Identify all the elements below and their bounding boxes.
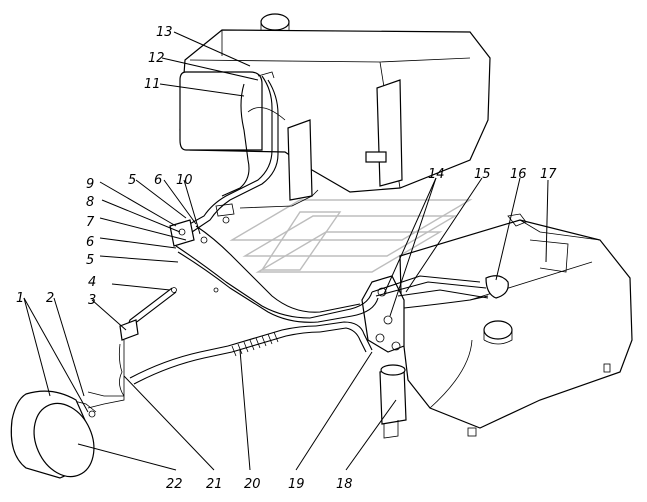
valve-assembly <box>361 275 405 353</box>
label-6b: 6 <box>86 235 94 250</box>
main-fuel-lines <box>175 225 509 323</box>
label-3: 3 <box>88 293 96 308</box>
label-19: 19 <box>288 477 305 492</box>
label-2: 2 <box>46 291 54 306</box>
label-16: 16 <box>510 167 527 182</box>
label-11: 11 <box>144 77 161 92</box>
label-1: 1 <box>16 291 24 306</box>
leader-lines <box>23 31 549 471</box>
watermark-logo <box>229 199 473 273</box>
label-21: 21 <box>206 477 223 492</box>
label-5a: 5 <box>128 173 136 188</box>
label-8: 8 <box>86 195 94 210</box>
label-22: 22 <box>166 477 183 492</box>
label-7: 7 <box>86 215 95 230</box>
label-10: 10 <box>176 173 193 188</box>
label-5b: 5 <box>86 253 94 268</box>
label-9: 9 <box>86 177 94 192</box>
label-6a: 6 <box>154 173 162 188</box>
label-13: 13 <box>156 25 173 40</box>
label-12: 12 <box>148 51 165 66</box>
upper-fuel-tank <box>179 13 491 209</box>
label-20: 20 <box>244 477 261 492</box>
label-18: 18 <box>336 477 353 492</box>
label-4: 4 <box>88 275 96 290</box>
mounting-brackets <box>169 203 235 293</box>
label-14: 14 <box>428 167 445 182</box>
upper-tank-pipes <box>185 71 279 233</box>
cylinder <box>10 390 95 479</box>
callout-labels: 1 2 3 4 5 6 7 8 9 5 6 10 11 12 13 14 15 … <box>16 25 557 492</box>
label-15: 15 <box>474 167 491 182</box>
label-17: 17 <box>540 167 557 182</box>
lower-fuel-tank <box>399 213 633 437</box>
corrugated-hose <box>129 321 373 385</box>
control-linkage <box>52 287 177 418</box>
fuel-filter <box>379 364 407 439</box>
